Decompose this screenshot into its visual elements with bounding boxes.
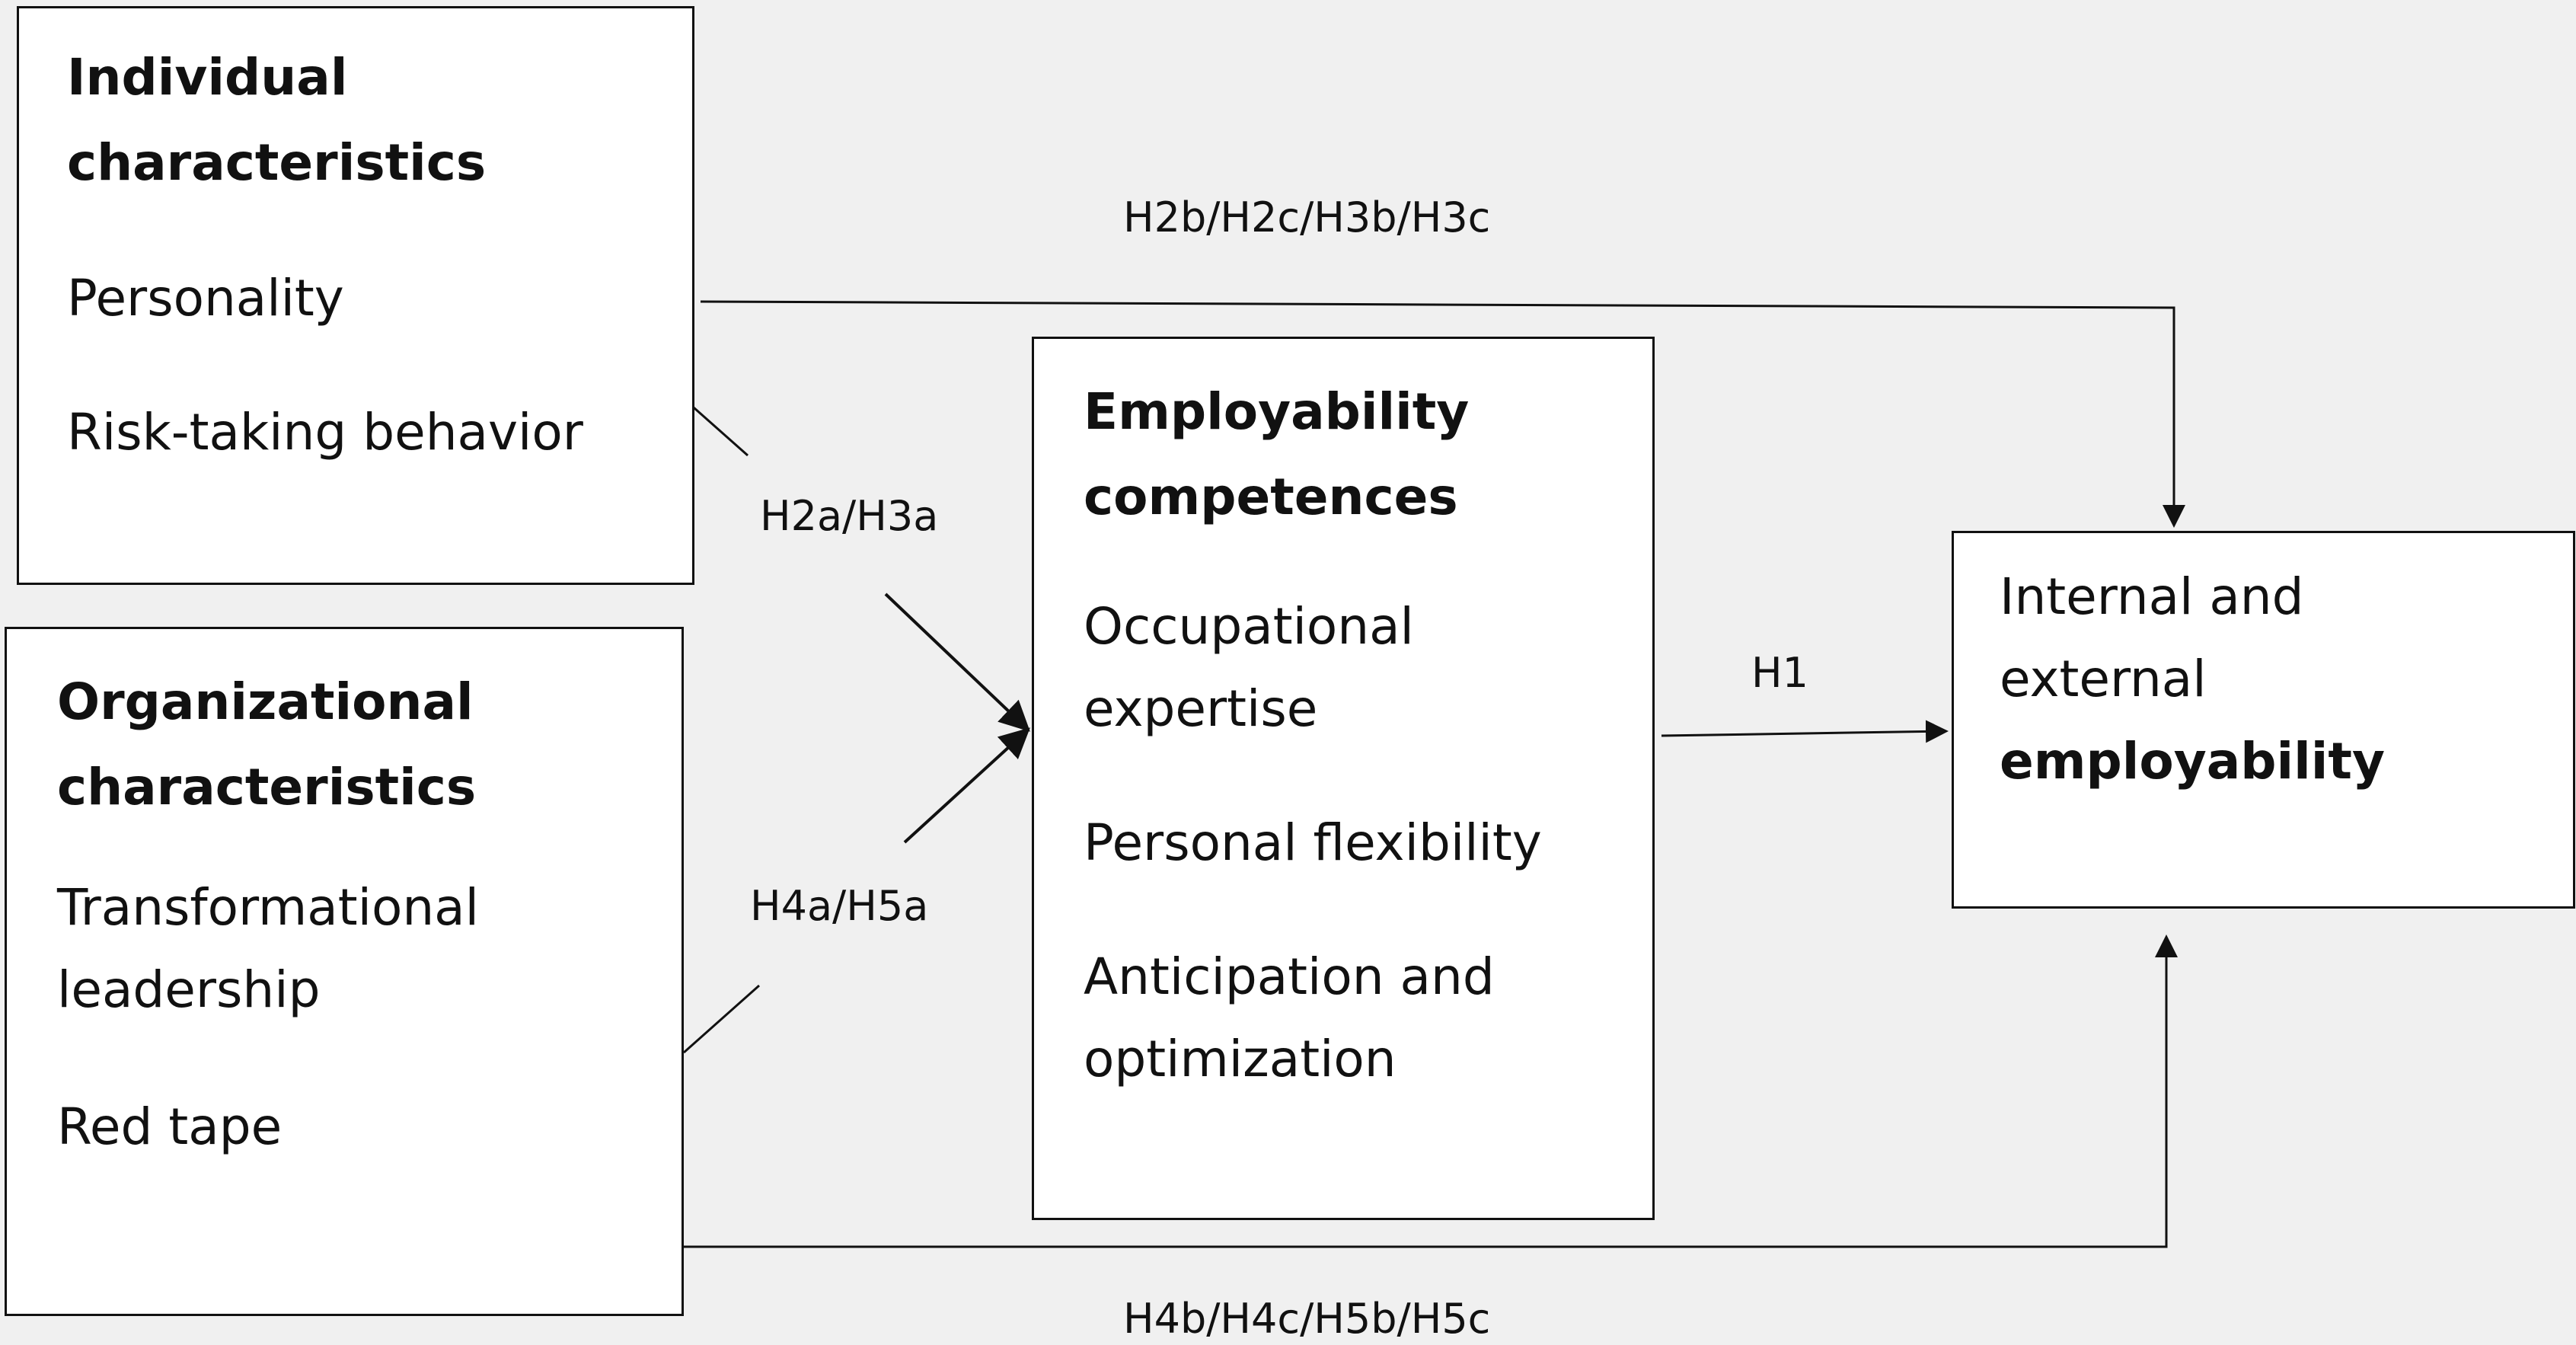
individual-item-personality: Personality bbox=[67, 269, 344, 327]
outcome-line1: Internal and bbox=[2000, 567, 2304, 626]
hypothesis-label-individual-to-outcome: H2b/H2c/H3b/H3c bbox=[1123, 193, 1491, 241]
arrow-individual-to-competences-tail bbox=[687, 401, 749, 457]
competences-heading-line2: competences bbox=[1084, 468, 1458, 526]
individual-item-risk-taking: Risk-taking behavior bbox=[67, 403, 583, 462]
competences-item-anticipation-line2: optimization bbox=[1084, 1030, 1397, 1088]
individual-characteristics-box: Individual characteristics Personality R… bbox=[17, 6, 694, 585]
individual-heading-line2: characteristics bbox=[67, 133, 487, 192]
organizational-heading-line1: Organizational bbox=[57, 672, 474, 731]
organizational-item-transformational-line2: leadership bbox=[57, 960, 321, 1019]
employability-competences-box: Employability competences Occupational e… bbox=[1032, 337, 1655, 1220]
employability-outcome-box: Internal and external employability bbox=[1952, 531, 2575, 909]
individual-heading-line1: Individual bbox=[67, 48, 348, 107]
organizational-item-transformational-line1: Transformational bbox=[57, 878, 479, 937]
hypothesis-label-competences-to-outcome: H1 bbox=[1751, 649, 1808, 697]
outcome-line3: employability bbox=[2000, 732, 2385, 791]
hypothesis-label-individual-to-competences: H2a/H3a bbox=[760, 492, 939, 540]
competences-item-occupational-line1: Occupational bbox=[1084, 597, 1414, 656]
arrow-organizational-to-competences bbox=[903, 727, 1030, 844]
competences-heading-line1: Employability bbox=[1084, 382, 1470, 441]
competences-item-occupational-line2: expertise bbox=[1084, 679, 1318, 738]
arrow-individual-to-outcome bbox=[700, 300, 2185, 528]
organizational-characteristics-box: Organizational characteristics Transform… bbox=[5, 627, 684, 1316]
hypothesis-label-organizational-to-outcome: H4b/H4c/H5b/H5c bbox=[1123, 1295, 1491, 1343]
outcome-line2: external bbox=[2000, 650, 2207, 708]
competences-item-flexibility: Personal flexibility bbox=[1084, 813, 1542, 872]
arrow-organizational-to-competences-tail bbox=[683, 984, 760, 1054]
arrow-individual-to-competences bbox=[884, 593, 1030, 732]
hypothesis-label-organizational-to-competences: H4a/H5a bbox=[750, 882, 929, 930]
arrow-organizational-to-outcome bbox=[684, 934, 2178, 1248]
competences-item-anticipation-line1: Anticipation and bbox=[1084, 947, 1495, 1006]
arrow-competences-to-outcome bbox=[1661, 720, 1949, 743]
organizational-item-red-tape: Red tape bbox=[57, 1097, 282, 1156]
organizational-heading-line2: characteristics bbox=[57, 758, 477, 816]
